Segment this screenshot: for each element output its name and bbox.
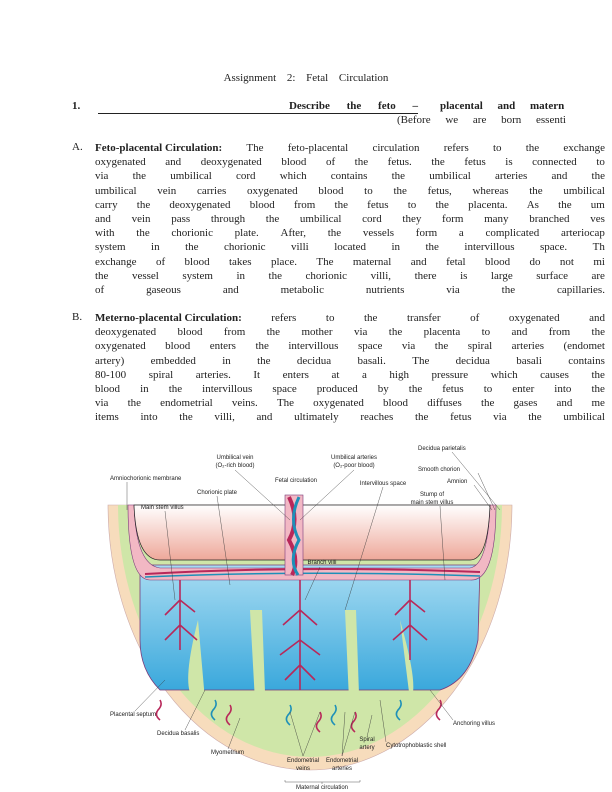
label-anchoring-villus: Anchoring villus <box>453 721 495 727</box>
label-smooth-chorion: Smooth chorion <box>418 467 460 473</box>
umbilical-cord <box>284 494 304 576</box>
label-umbilical-arteries: Umbilical arteries <box>331 455 377 461</box>
villous-trees <box>155 580 442 733</box>
section-heading: Feto-placental Circulation: <box>95 142 223 154</box>
label-branch-villi: Branch villi <box>307 560 336 566</box>
label-endometrial-arteries-1: Endometrial <box>326 758 358 764</box>
intervillous-lobes <box>139 564 481 722</box>
label-amnion: Amnion <box>447 479 467 485</box>
label-umbilical-arteries-sub: (O₂-poor blood) <box>333 463 374 469</box>
section-a-label: A. <box>72 141 83 153</box>
label-umbilical-vein: Umbilical vein <box>216 455 253 461</box>
page-title: Assignment 2: Fetal Circulation <box>223 72 389 84</box>
question-text-line2: (Before we are born essenti <box>397 114 566 126</box>
diagram-labels: Umbilical vein (O₂-rich blood) Umbilical… <box>110 446 495 791</box>
label-decidua-basalis: Decidua basalis <box>157 731 199 737</box>
label-spiral-artery-2: artery <box>359 745 374 751</box>
chorionic-plate <box>127 504 497 581</box>
label-umbilical-vein-sub: (O₂-rich blood) <box>215 463 254 469</box>
label-maternal-circulation: Maternal circulation <box>296 785 348 791</box>
label-endometrial-arteries-2: arteries <box>332 766 352 772</box>
label-intervillous-space: Intervillous space <box>360 481 407 487</box>
label-endometrial-veins-1: Endometrial <box>287 758 319 764</box>
label-decidua-parietalis: Decidua parietalis <box>418 446 466 452</box>
label-chorionic-plate: Chorionic plate <box>197 490 238 496</box>
leader-lines <box>126 451 501 784</box>
label-cytotrophoblastic-shell: Cytotrophoblastic shell <box>386 743 446 749</box>
question-text-underlined: Describe the feto – <box>98 100 418 114</box>
question-text: placental and matern <box>440 100 565 112</box>
label-stump-2: main stem villus <box>411 500 454 506</box>
question-number: 1. <box>72 100 81 112</box>
endometrial-veins <box>210 699 402 726</box>
section-heading: Meterno-placental Circulation: <box>95 312 242 324</box>
label-myometrium: Myometrium <box>211 750 244 756</box>
label-endometrial-veins-2: veins <box>296 766 310 772</box>
label-placental-septum: Placental septum <box>110 712 156 718</box>
section-b-label: B. <box>72 311 83 323</box>
label-spiral-artery-1: Spiral <box>359 737 374 743</box>
label-fetal-circulation: Fetal circulation <box>275 478 317 484</box>
label-amniochorionic-membrane: Amniochorionic membrane <box>110 476 182 482</box>
label-main-stem-villus: Main stem villus <box>141 505 184 511</box>
label-stump-1: Stump of <box>420 492 444 498</box>
